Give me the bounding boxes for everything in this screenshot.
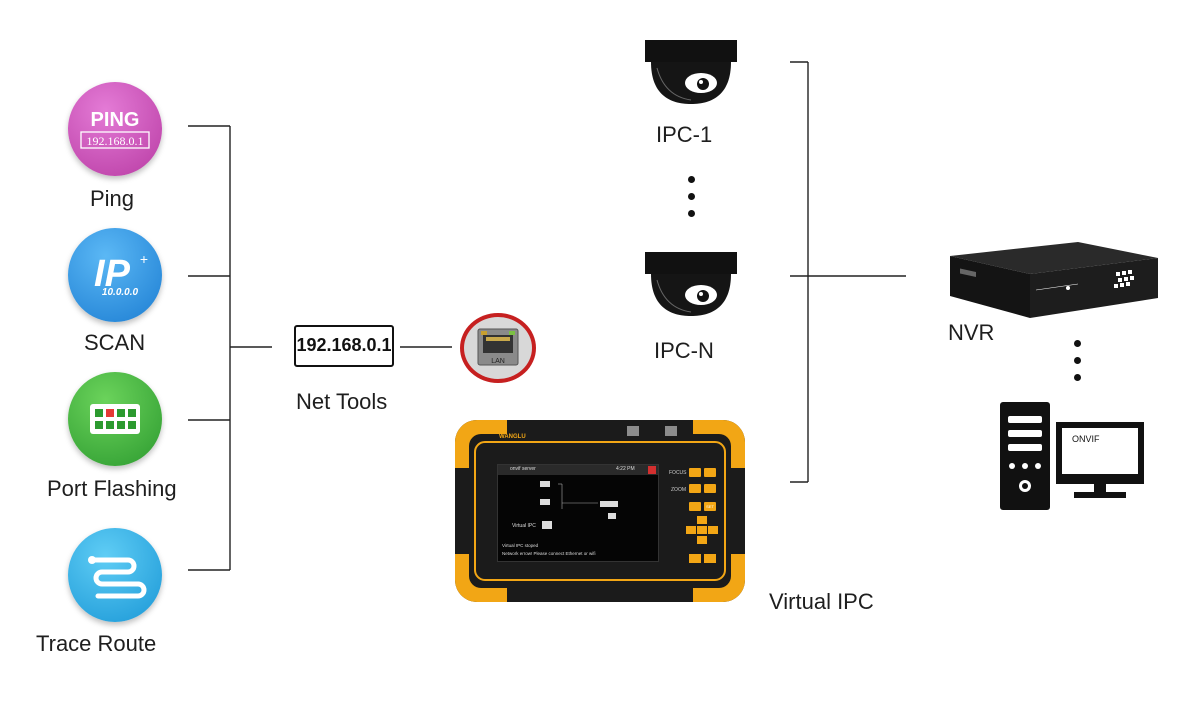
computer-icon: ONVIF — [1000, 402, 1146, 510]
set-button[interactable]: SET — [704, 502, 716, 511]
ping-icon-title: PING — [91, 109, 140, 131]
tool-label-trace-route: Trace Route — [36, 631, 157, 656]
enter-button[interactable] — [689, 554, 701, 563]
camera-label-ipc-1: IPC-1 — [656, 122, 713, 147]
tool-label-ping: Ping — [90, 186, 135, 211]
focus-minus-button[interactable] — [704, 468, 716, 477]
zoom-label: ZOOM — [671, 487, 686, 493]
screen-title-bar: onvif server 4:22 PM — [498, 465, 658, 475]
dome-camera-icon — [645, 40, 737, 104]
screen-status-2: Network errow! Please connect Ethernet o… — [502, 551, 596, 556]
focus-plus-button[interactable] — [689, 468, 701, 477]
svg-text:+: + — [140, 251, 148, 267]
ip-scan-icon: IP + 10.0.0.0 — [68, 228, 162, 322]
zoom-plus-button[interactable] — [689, 484, 701, 493]
ip-icon-title: IP — [94, 253, 131, 295]
dome-camera-icon — [645, 252, 737, 316]
nvr-icon — [950, 242, 1158, 318]
screen-status-1: Virtual IPC stoped — [502, 543, 539, 548]
net-tools-label: Net Tools — [296, 389, 388, 414]
lan-text: LAN — [491, 358, 505, 365]
ellipsis-dots — [688, 176, 695, 217]
onvif-text: ONVIF — [1072, 434, 1100, 444]
camera-label-ipc-n: IPC-N — [654, 338, 714, 363]
back-button[interactable] — [704, 554, 716, 563]
left-button[interactable] — [686, 526, 696, 534]
device-label: Virtual IPC — [769, 589, 874, 614]
screen-time: 4:22 PM — [616, 466, 635, 472]
close-icon[interactable] — [648, 466, 656, 474]
down-button[interactable] — [697, 536, 707, 544]
screen-title: onvif server — [510, 466, 536, 472]
ellipsis-dots — [1074, 340, 1081, 381]
ptz-button[interactable] — [689, 502, 701, 511]
device-screen: onvif server 4:22 PM Virtual IPC Virtual… — [497, 464, 659, 562]
set-label: SET — [706, 504, 714, 509]
nvr-label: NVR — [948, 320, 995, 345]
ping-icon-ip: 192.168.0.1 — [87, 134, 144, 148]
lan-port-icon: LAN — [460, 313, 536, 383]
screen-caption: Virtual IPC — [512, 523, 536, 529]
net-tools-ip-display: 192.168.0.1 — [294, 325, 394, 367]
zoom-minus-button[interactable] — [704, 484, 716, 493]
right-button[interactable] — [708, 526, 718, 534]
net-tools-ip-text: 192.168.0.1 — [296, 335, 392, 355]
focus-label: FOCUS — [669, 470, 687, 476]
ok-button[interactable] — [697, 526, 707, 534]
tool-label-scan: SCAN — [84, 330, 146, 355]
port-flashing-icon — [68, 372, 162, 466]
screen-diagram — [540, 481, 618, 529]
up-button[interactable] — [697, 516, 707, 524]
tester-device: WANGLU onvif server 4:22 PM Virtual IPC … — [455, 420, 745, 602]
trace-route-icon — [68, 528, 162, 622]
ip-icon-text: 10.0.0.0 — [102, 287, 139, 298]
tool-label-port-flashing: Port Flashing — [47, 476, 177, 501]
ping-icon: PING 192.168.0.1 — [68, 82, 162, 176]
device-brand: WANGLU — [499, 434, 526, 440]
